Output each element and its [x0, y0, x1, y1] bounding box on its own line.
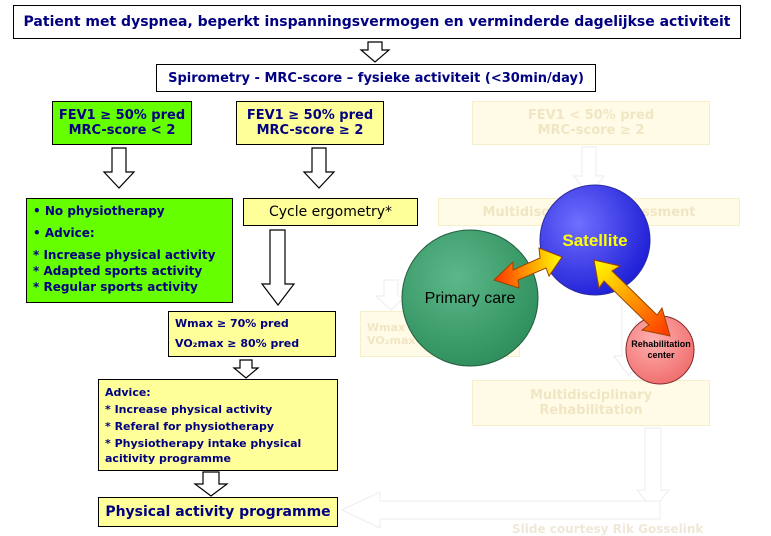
advice-yellow-box: Advice: * Increase physical activity * R… [98, 379, 338, 471]
advice-yellow-line-1: Advice: [105, 386, 151, 399]
down-arrow-cycle [260, 229, 296, 306]
spirometry-label: Spirometry - MRC-score – fysieke activit… [168, 70, 584, 86]
down-arrow-left [102, 147, 136, 189]
multi-rehab-line1: Multidisciplinary [529, 388, 653, 403]
header-box: Patient met dyspnea, beperkt inspannings… [13, 5, 741, 39]
advice-green-line-1: • No physiotherapy [33, 204, 165, 218]
advice-yellow-line-4: * Physiotherapy intake physical [105, 437, 302, 450]
branch-mid-line2: MRC-score ≥ 2 [256, 123, 364, 138]
wmax-line2: VO₂max ≥ 80% pred [175, 337, 300, 350]
primary-care-circle [401, 229, 539, 367]
wmax-line1: Wmax ≥ 70% pred [175, 317, 289, 330]
advice-yellow-line-5: acitivity programme [105, 452, 231, 465]
cycle-ergometry-label: Cycle ergometry* [268, 204, 393, 220]
down-arrow-mid [302, 147, 336, 189]
down-arrow-header [359, 41, 391, 63]
rehab-center-label: Rehabilitation center [624, 339, 698, 361]
cycle-ergometry-box: Cycle ergometry* [243, 198, 418, 226]
branch-right-line1: FEV1 < 50% pred [527, 108, 655, 123]
wmax-faded-line2: VO₂max [367, 334, 416, 347]
branch-right-line2: MRC-score ≥ 2 [537, 123, 645, 138]
multi-rehab-line2: Rehabilitation [539, 403, 643, 418]
advice-green-line-2: • Advice: [33, 226, 95, 240]
branch-mid-box: FEV1 ≥ 50% pred MRC-score ≥ 2 [236, 101, 384, 145]
faded-left-arrow [340, 491, 661, 529]
satellite-label: Satellite [562, 231, 628, 250]
advice-green-line-3: * Increase physical activity [33, 248, 216, 262]
down-arrow-advice [193, 471, 229, 497]
programme-box: Physical activity programme [98, 497, 338, 527]
header-title: Patient met dyspnea, beperkt inspannings… [23, 14, 731, 30]
branch-left-line2: MRC-score < 2 [68, 123, 176, 138]
branch-mid-line1: FEV1 ≥ 50% pred [246, 108, 374, 123]
advice-green-line-5: * Regular sports activity [33, 280, 198, 294]
double-arrow-primary-satellite [493, 247, 563, 289]
branch-right-box: FEV1 < 50% pred MRC-score ≥ 2 [472, 101, 710, 145]
outline-arrows [102, 41, 391, 497]
faded-down-arrow-2 [374, 279, 408, 311]
wmax-box: Wmax ≥ 70% pred VO₂max ≥ 80% pred [168, 311, 336, 357]
advice-green-line-4: * Adapted sports activity [33, 264, 203, 278]
primary-care-label: Primary care [424, 290, 516, 307]
spirometry-box: Spirometry - MRC-score – fysieke activit… [156, 64, 596, 92]
wmax-faded-line1: Wmax [367, 321, 406, 334]
advice-yellow-line-2: * Increase physical activity [105, 403, 273, 416]
rehab-center-line2: center [647, 350, 675, 360]
down-arrow-wmax [232, 359, 260, 379]
slide-courtesy: Slide courtesy Rik Gosselink [512, 522, 704, 536]
programme-label: Physical activity programme [105, 504, 331, 520]
branch-left-box: FEV1 ≥ 50% pred MRC-score < 2 [52, 101, 192, 145]
advice-green-box: • No physiotherapy • Advice: * Increase … [26, 198, 233, 303]
advice-yellow-line-3: * Referal for physiotherapy [105, 420, 274, 433]
double-arrow-satellite-rehab [593, 259, 671, 337]
rehab-center-line1: Rehabilitation [631, 339, 691, 349]
branch-left-line1: FEV1 ≥ 50% pred [58, 108, 186, 123]
multi-rehab-box: Multidisciplinary Rehabilitation [472, 380, 710, 426]
faded-down-arrow-4 [635, 427, 671, 511]
satellite-circle [539, 184, 651, 296]
